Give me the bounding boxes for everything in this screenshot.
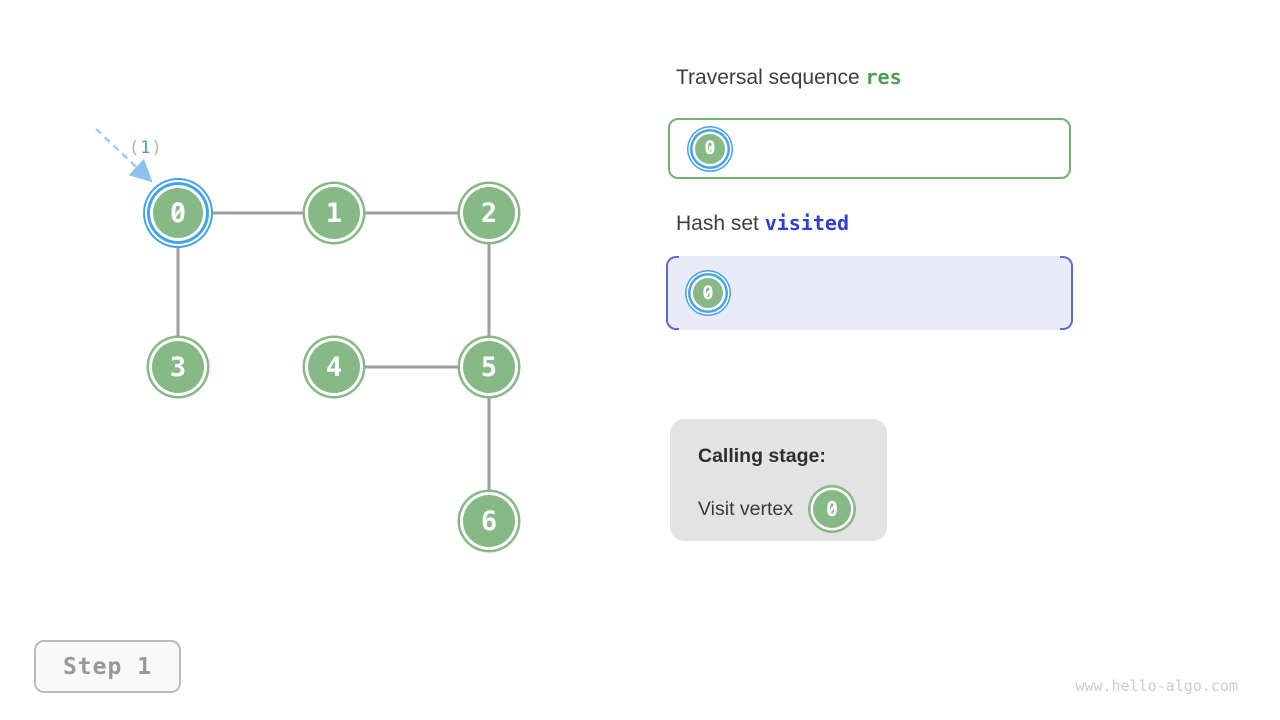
paren-close: ) [151,138,163,158]
paren-open: ( [129,138,141,158]
traversal-sequence-label: Traversal sequence [676,66,860,89]
graph-node-5: 5 [463,341,515,393]
visit-vertex-label: Visit vertex [698,497,794,520]
node-label: 0 [704,137,716,159]
node-label: 0 [825,497,839,521]
graph-node-2: 2 [463,187,515,239]
graph-node-4: 4 [308,341,360,393]
graph-node-6: 6 [463,495,515,547]
step-number: 1 [140,138,152,158]
traversal-sequence-title: Traversal sequence res [676,65,902,90]
step-button[interactable]: Step 1 [34,640,181,693]
calling-stage-row: Visit vertex 0 [698,490,887,528]
graph-node-0: 0 [153,188,203,238]
hash-set-label: Hash set [676,212,759,235]
entry-arrow [95,128,153,183]
node-label: 0 [169,197,187,229]
hash-set-box: 0 [666,256,1073,330]
calling-stage-panel: Calling stage: Visit vertex 0 [670,419,887,541]
watermark: www.hello-algo.com [1075,677,1238,695]
visit-vertex-node: 0 [813,490,852,528]
visited-variable: visited [764,211,850,235]
graph-node-3: 3 [152,341,204,393]
node-label: 1 [325,197,343,229]
node-label: 0 [702,281,714,304]
arrow-step-label: (1) [129,138,163,158]
visited-item-node-0: 0 [693,278,723,308]
node-label: 4 [325,351,343,383]
res-item-node-0: 0 [695,133,725,164]
traversal-sequence-box: 0 [668,118,1071,179]
calling-stage-title: Calling stage: [698,445,826,467]
graph-node-1: 1 [308,187,360,239]
node-label: 3 [169,351,187,383]
res-variable: res [865,65,902,89]
node-label: 5 [480,351,498,383]
node-label: 6 [480,505,498,537]
node-label: 2 [480,197,498,229]
hash-set-title: Hash set visited [676,211,849,236]
